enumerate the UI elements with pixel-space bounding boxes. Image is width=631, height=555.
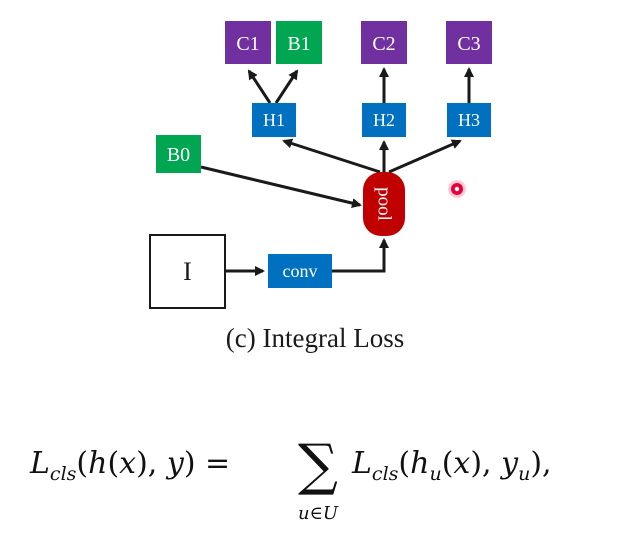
loss-formula: Lcls(h(x), y) = ∑ u∈U Lcls(hu(x), yu),: [29, 433, 552, 524]
node-b1: B1: [276, 21, 322, 64]
node-input-label: I: [183, 257, 192, 286]
node-c3: C3: [446, 21, 492, 64]
summation-sign: ∑: [298, 433, 338, 498]
node-h3-label: H3: [458, 110, 480, 130]
formula-rhs: Lcls(hu(x), yu),: [351, 446, 552, 485]
node-c2-label: C2: [372, 33, 395, 55]
edge-pool-h3: [388, 139, 462, 174]
node-b1-label: B1: [287, 33, 310, 55]
edge-h1-c1: [247, 69, 272, 104]
formula-lhs: Lcls(h(x), y) =: [29, 446, 230, 485]
edge-conv-pool: [332, 238, 389, 273]
summation-index: u∈U: [298, 503, 339, 524]
node-c1: C1: [225, 21, 271, 64]
node-c2: C2: [361, 21, 407, 64]
node-h1: H1: [252, 103, 296, 137]
node-input: I: [149, 234, 226, 309]
figure-caption: (c) Integral Loss: [226, 323, 404, 353]
node-c1-label: C1: [236, 33, 259, 55]
node-h2-label: H2: [373, 110, 395, 130]
cursor-highlight-icon: [448, 180, 466, 198]
node-h2: H2: [362, 103, 406, 137]
node-pool: pool: [363, 172, 405, 236]
node-h3: H3: [447, 103, 491, 137]
node-b0-label: B0: [167, 144, 190, 166]
node-b0: B0: [156, 135, 201, 173]
node-c3-label: C3: [457, 33, 480, 55]
node-conv-label: conv: [283, 261, 318, 281]
edge-b0-pool: [200, 165, 362, 209]
node-conv: conv: [268, 254, 332, 288]
edge-pool-h1: [282, 138, 381, 174]
edge-h1-b1: [274, 69, 299, 104]
node-h1-label: H1: [263, 110, 285, 130]
edges: [200, 67, 474, 276]
node-pool-label: pool: [374, 187, 395, 221]
